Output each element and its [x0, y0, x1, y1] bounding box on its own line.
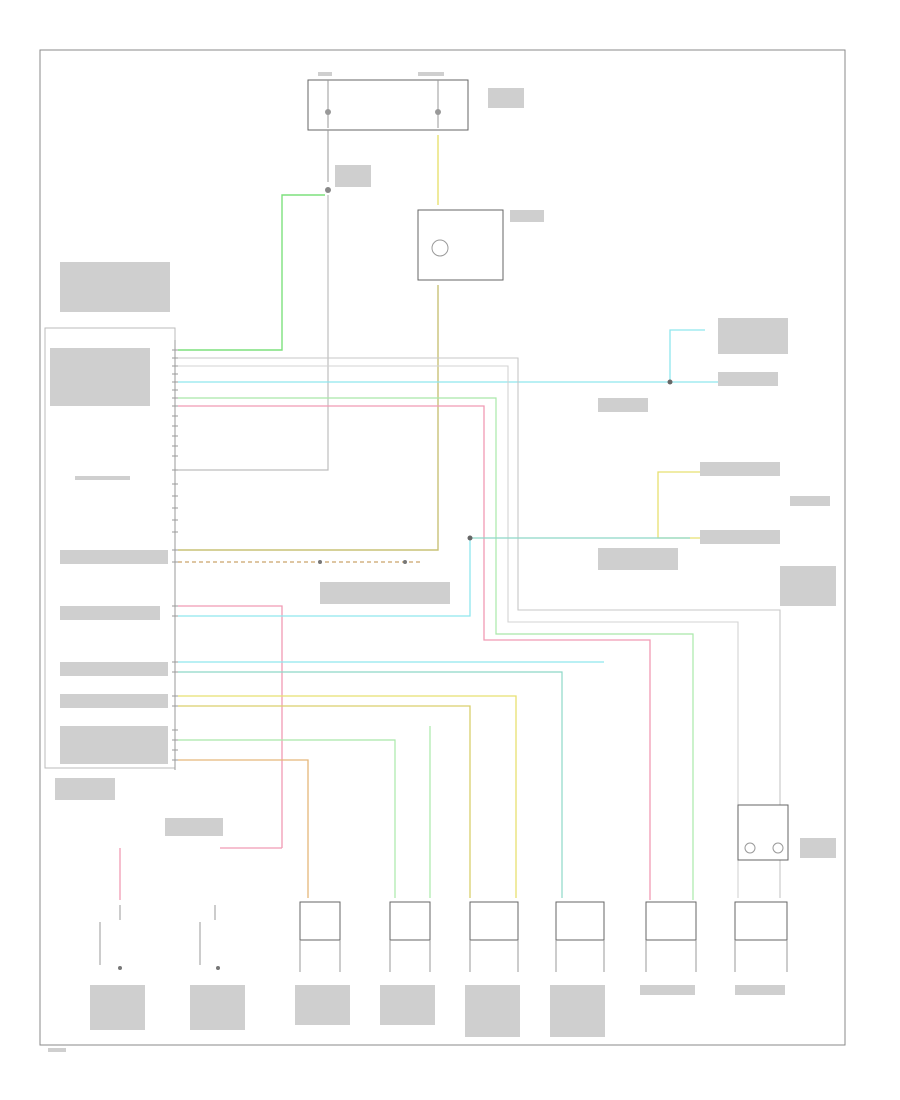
right-sensor-icon-right — [772, 842, 784, 854]
wire-gray-long-2 — [178, 365, 739, 898]
switch-terminal-icon — [325, 187, 331, 193]
fuse-icon-left — [325, 109, 331, 115]
diagram-border — [39, 49, 846, 1046]
relay-coil-icon — [431, 239, 449, 257]
bottom-sensor-bodies — [299, 940, 788, 972]
connector-4 — [555, 901, 605, 941]
connector-5 — [645, 901, 697, 941]
wire-gray-switch — [178, 195, 329, 471]
ground-icon-left-2 — [216, 966, 220, 970]
wire-cyan-module-teal — [178, 538, 471, 617]
wire-yellow-bottom-1 — [178, 695, 517, 898]
splice-icon-cyan — [667, 379, 673, 385]
connector-3 — [469, 901, 519, 941]
wire-olive-relay-module — [178, 285, 439, 551]
connector-1 — [299, 901, 341, 941]
wire-pink-right-sensor — [178, 405, 651, 900]
lower-left-switches — [99, 905, 220, 970]
splice-icon-brown-2 — [403, 560, 407, 564]
module-pin-ticks — [172, 349, 178, 761]
connector-6 — [734, 901, 788, 941]
wire-lightgreen-sensor — [178, 397, 694, 900]
wire-orange-bottom — [178, 759, 309, 898]
bottom-connectors — [299, 901, 788, 941]
wire-pink-left-down — [178, 605, 283, 848]
wire-green-switch — [178, 194, 325, 351]
illegible-label-blocks — [48, 72, 836, 1052]
wire-group — [119, 135, 781, 900]
wire-teal-bottom — [178, 671, 563, 898]
wire-gray-long-1 — [178, 357, 781, 898]
connector-2 — [389, 901, 431, 941]
wire-cyan-right-upper — [178, 329, 705, 383]
splice-icon-brown-1 — [318, 560, 322, 564]
wire-green-bottom — [178, 739, 396, 898]
fuse-panel-box — [307, 79, 469, 131]
splice-icon-teal — [467, 535, 473, 541]
right-sensor-icon-left — [744, 842, 756, 854]
ground-icon-left-1 — [118, 966, 122, 970]
wire-yellow-bottom-2 — [178, 705, 471, 898]
wire-yellow-right-relay — [657, 471, 700, 539]
relay-box — [417, 209, 504, 281]
fuse-icon-right — [435, 109, 441, 115]
